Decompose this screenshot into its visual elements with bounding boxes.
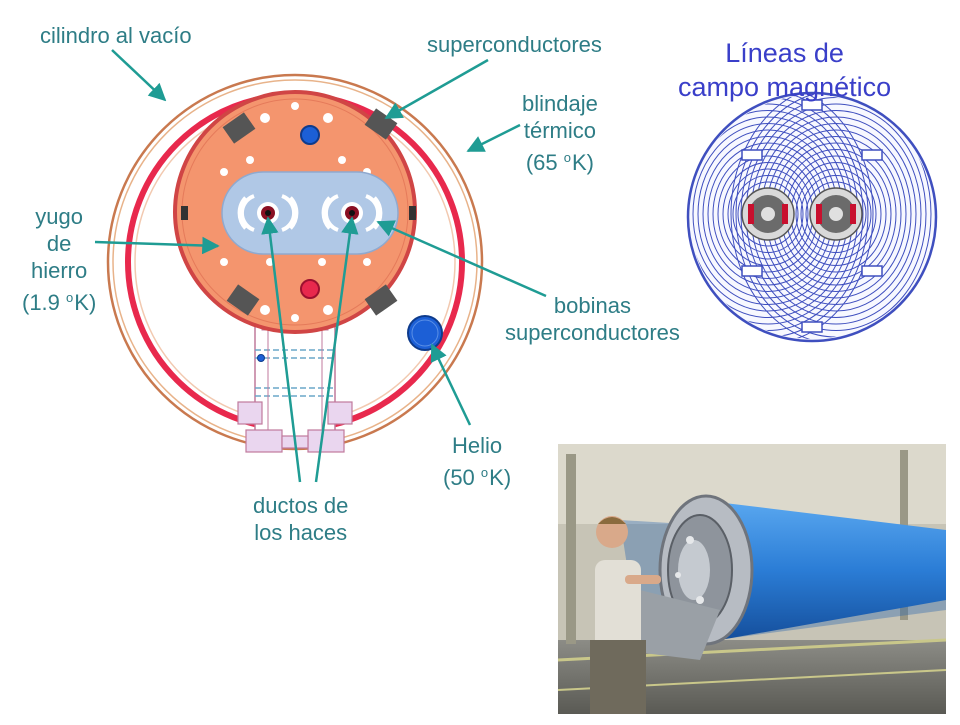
field-diagram-slots [741,99,883,333]
label-iron-yoke-line4: (1.9 oK) [22,284,96,316]
label-coils-line1: bobinas [553,293,631,318]
field-line [727,168,809,260]
label-beam-pipes: ductos de los haces [253,492,348,546]
collar-cavity [221,171,399,255]
arrow-iron-yoke [94,236,220,255]
arrow-helium [430,343,472,426]
helium-pipe [407,315,443,351]
label-coils-line2: superconductores [505,320,680,345]
field-line [795,168,877,260]
label-iron-yoke: yugo de hierro (1.9 oK) [22,203,96,316]
helium-temp-post: K) [489,465,512,490]
label-vacuum-cylinder: cilindro al vacío [40,22,192,49]
label-coils: bobinas superconductores [505,292,680,346]
yoke-holes [220,102,371,322]
iron-yoke-temp-post: K) [74,290,97,315]
label-vacuum-cylinder-text: cilindro al vacío [40,23,192,48]
field-lines-title-line1: Líneas de [725,38,844,68]
field-lines-title: Líneas de campo magnético [678,36,891,104]
field-lines-diagram [686,91,938,343]
field-line [805,181,867,247]
label-iron-yoke-line1: yugo [35,204,83,229]
label-thermal-shield-line3: (65 oK) [522,144,598,176]
label-superconductors-text: superconductores [427,32,602,57]
field-coil-left [741,187,795,241]
thermal-shield-temp-pre: (65 [525,150,564,175]
arrow-beam-pipe-left [261,216,302,483]
annotation-arrows [94,49,547,483]
label-iron-yoke-line3: hierro [31,258,88,283]
label-thermal-shield: blindaje térmico (65 oK) [522,90,598,176]
arrow-superconductors [384,58,489,120]
arrow-beam-pipe-right [314,216,359,483]
arrow-vacuum-cylinder [111,49,167,102]
field-line [730,95,934,339]
cooling-channels-in-yoke [300,125,320,299]
arrow-thermal-shield [466,123,521,153]
iron-yoke-degree: o [66,290,74,305]
field-line [690,95,874,339]
field-line [740,97,932,331]
field-line [737,181,799,247]
arrow-coils [376,220,547,298]
field-line [800,175,872,253]
field-coil-right [809,187,863,241]
iron-yoke-temp-pre: (1.9 [22,290,67,315]
helium-degree: o [480,465,489,480]
label-helium: Helio (50 oK) [443,432,511,491]
label-helium-line1: Helio [452,433,503,458]
helium-temp-pre: (50 [443,465,481,490]
field-lines-title-line2: campo magnético [678,72,892,102]
label-thermal-shield-line1: blindaje [522,91,598,116]
small-pipe [257,354,265,362]
label-beam-pipes-line1: ductos de [253,493,349,518]
label-thermal-shield-line2: térmico [523,118,596,143]
thermal-shield-degree: o [563,150,571,165]
label-helium-line2: (50 oK) [443,459,511,491]
label-superconductors: superconductores [427,31,602,58]
thermal-shield-temp-post: K) [572,150,594,175]
label-iron-yoke-line2: de [46,231,72,256]
yoke-inserts [181,108,416,316]
technician-magnet-photo [557,444,947,714]
label-beam-pipes-line2: los haces [254,520,348,545]
